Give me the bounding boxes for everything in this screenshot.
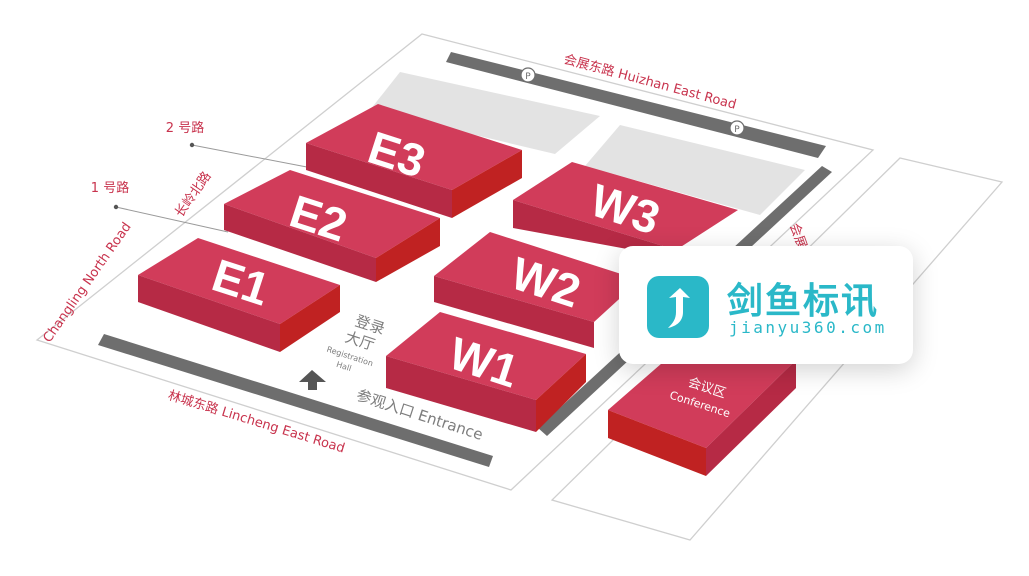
road2-pointer-line	[191, 144, 313, 169]
parking-icon-2: P	[729, 120, 745, 136]
svg-text:P: P	[525, 72, 531, 82]
swordfish-logo-icon	[647, 276, 709, 338]
hall-e2[interactable]: E2	[224, 170, 440, 282]
hall-e3[interactable]: E3	[306, 104, 522, 218]
watermark-logo-card: 剑鱼标讯 jianyu360.com	[619, 246, 913, 364]
hall-w2[interactable]: W2	[434, 232, 640, 348]
road1-label: 1 号路	[91, 180, 129, 196]
svg-text:P: P	[734, 125, 740, 135]
hall-w3[interactable]: W3	[513, 162, 738, 258]
parking-icon-1: P	[520, 67, 536, 83]
parking-lot-2	[585, 125, 805, 215]
entrance-arrow-icon	[299, 370, 326, 390]
bottom-road-band	[98, 334, 493, 467]
watermark-cn: 剑鱼标讯	[727, 281, 880, 322]
watermark-en: jianyu360.com	[729, 318, 887, 337]
road1-pointer-line	[115, 206, 229, 233]
road2-label: 2 号路	[166, 120, 204, 136]
hall-e1[interactable]: E1	[138, 238, 340, 352]
hall-w1[interactable]: W1	[386, 312, 586, 432]
parking-lot-1	[370, 72, 600, 154]
